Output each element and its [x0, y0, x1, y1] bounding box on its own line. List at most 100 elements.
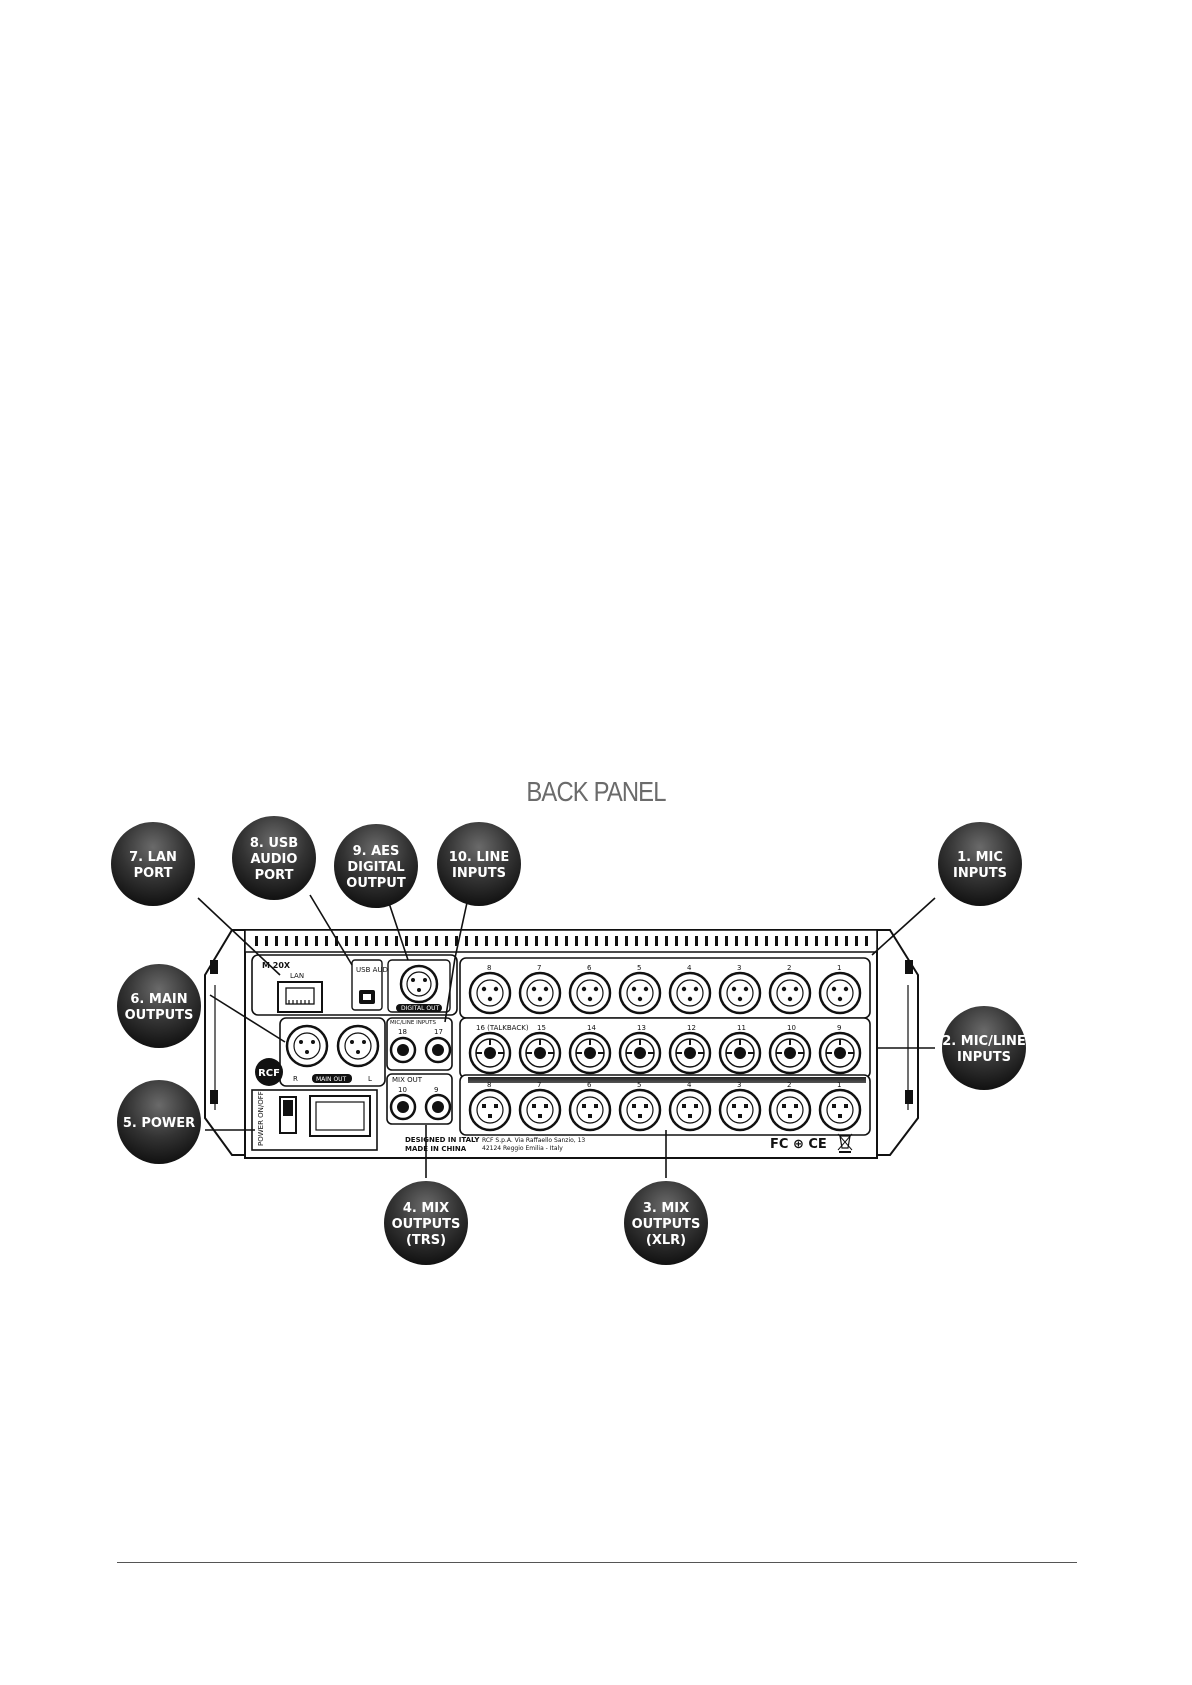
callout-ball	[117, 964, 201, 1048]
vent-slot	[465, 936, 468, 946]
row2-label: 14	[587, 1024, 596, 1032]
vent-slot	[315, 936, 318, 946]
callout-text: (TRS)	[406, 1233, 446, 1248]
aes-digital-output[interactable]: DIGITAL OUT	[387, 959, 451, 1013]
callout-ball	[437, 822, 521, 906]
line-in-18-label: 18	[398, 1028, 407, 1036]
main-out-label: MAIN OUT	[316, 1076, 347, 1083]
row3-connector[interactable]	[618, 1088, 662, 1132]
mix-trs-10-jack[interactable]	[389, 1093, 417, 1121]
power-switch[interactable]	[279, 1096, 297, 1134]
row3-label: 8	[487, 1081, 491, 1089]
line-input-17-jack[interactable]	[424, 1036, 452, 1064]
callout-ball	[624, 1181, 708, 1265]
main-out-l-connector[interactable]	[336, 1024, 380, 1068]
vent-slot	[765, 936, 768, 946]
row1-label: 4	[687, 964, 692, 972]
line-input-18-jack[interactable]	[389, 1036, 417, 1064]
callout-ball	[942, 1006, 1026, 1090]
row1-connector[interactable]	[618, 971, 662, 1015]
row3-connector[interactable]	[468, 1088, 512, 1132]
line-inputs-section: MIC/LINE INPUTS 18 17	[386, 1017, 453, 1071]
vent-slot	[505, 936, 508, 946]
vent-slot	[335, 936, 338, 946]
callout-text: 10. LINE	[449, 850, 509, 865]
row2-label: 9	[837, 1024, 841, 1032]
row1-connector[interactable]	[668, 971, 712, 1015]
row1-connector[interactable]	[718, 971, 762, 1015]
vent-slot	[665, 936, 668, 946]
callout-text: 6. MAIN	[130, 992, 187, 1007]
row1-connector[interactable]	[568, 971, 612, 1015]
vent-slot	[685, 936, 688, 946]
lan-port[interactable]: LAN	[277, 972, 323, 1013]
vent-slot	[405, 936, 408, 946]
vent-slot	[345, 936, 348, 946]
row3-connector[interactable]	[568, 1088, 612, 1132]
row2-label: 13	[637, 1024, 646, 1032]
certification-marks: FC ⊕ CE	[770, 1137, 827, 1152]
callout-text: 8. USB	[250, 836, 298, 851]
main-outputs-section: R MAIN OUT L RCF	[255, 1017, 386, 1087]
callout-text: 9. AES	[353, 844, 400, 859]
row2-connector[interactable]	[618, 1031, 662, 1075]
row1-connector[interactable]	[518, 971, 562, 1015]
vent-slot	[255, 936, 258, 946]
vent-slot	[725, 936, 728, 946]
row3-connector[interactable]	[768, 1088, 812, 1132]
page-title: BACK PANEL	[526, 776, 666, 807]
row3-connector[interactable]	[668, 1088, 712, 1132]
callout-text: OUTPUTS	[392, 1217, 461, 1232]
main-out-r-connector[interactable]	[285, 1024, 329, 1068]
row1-label: 5	[637, 964, 641, 972]
row1-connector[interactable]	[468, 971, 512, 1015]
vent-slot	[325, 936, 328, 946]
vent-slot	[805, 936, 808, 946]
row2-connector[interactable]	[668, 1031, 712, 1075]
row1-label: 2	[787, 964, 791, 972]
vent-slot	[555, 936, 558, 946]
row1-label: 6	[587, 964, 592, 972]
vent-slot	[645, 936, 648, 946]
row1-connector[interactable]	[818, 971, 862, 1015]
row3-label: 4	[687, 1081, 692, 1089]
row2-connector[interactable]	[768, 1031, 812, 1075]
vent-slot	[515, 936, 518, 946]
callout-text: OUTPUT	[346, 876, 406, 891]
vent-slot	[825, 936, 828, 946]
digital-out-label: DIGITAL OUT	[401, 1005, 439, 1012]
row2-connector[interactable]	[568, 1031, 612, 1075]
vent-slot	[285, 936, 288, 946]
footer-rule	[117, 1562, 1077, 1563]
row1-label: 7	[537, 964, 541, 972]
vent-slot	[585, 936, 588, 946]
row3-connector[interactable]	[718, 1088, 762, 1132]
vent-slot	[415, 936, 418, 946]
row2-label: 12	[687, 1024, 696, 1032]
iec-power-socket[interactable]	[309, 1095, 371, 1137]
row1-label: 8	[487, 964, 491, 972]
vent-slot	[605, 936, 608, 946]
row2-connector[interactable]	[718, 1031, 762, 1075]
mic-line-inputs-label: MIC/LINE INPUTS	[390, 1020, 437, 1026]
model-label: M 20X	[262, 961, 291, 970]
vent-slot	[565, 936, 568, 946]
mix-trs-9-jack[interactable]	[424, 1093, 452, 1121]
vent-slot	[735, 936, 738, 946]
mix-trs-10-label: 10	[398, 1086, 407, 1094]
row2-connector[interactable]	[468, 1031, 512, 1075]
usb-label: USB AUDIO	[356, 966, 396, 974]
row3-connector[interactable]	[818, 1088, 862, 1132]
row2-connector[interactable]	[818, 1031, 862, 1075]
row1-connector[interactable]	[768, 971, 812, 1015]
vent-slot	[815, 936, 818, 946]
row2-connector[interactable]	[518, 1031, 562, 1075]
vent-slot	[845, 936, 848, 946]
row3-connector[interactable]	[518, 1088, 562, 1132]
usb-audio-port[interactable]: USB AUDIO	[351, 959, 396, 1011]
row2-label: 11	[737, 1024, 746, 1032]
vent-slot	[855, 936, 858, 946]
mix-trs-9-label: 9	[434, 1086, 438, 1094]
